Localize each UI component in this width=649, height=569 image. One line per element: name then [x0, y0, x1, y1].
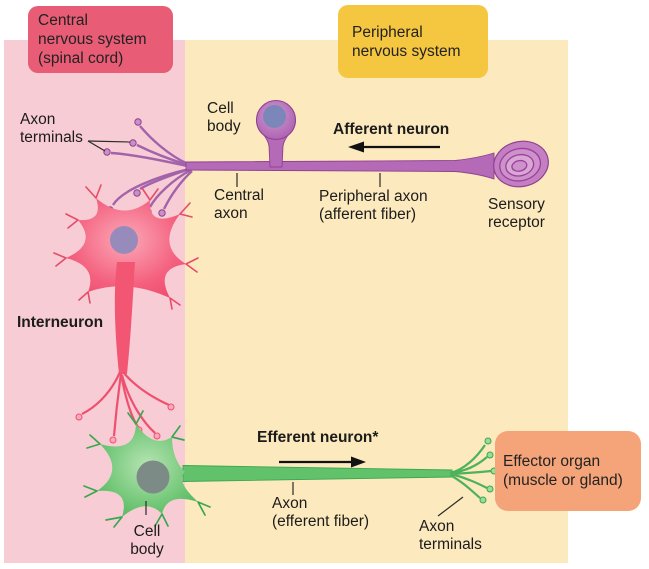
afferent-axon-terminals: [110, 125, 193, 210]
efferent-dendrite-twigs: [83, 410, 211, 528]
label-cell-body-bottom: Cell body: [130, 523, 164, 558]
afferent-direction-arrow: [348, 141, 440, 153]
label-sensory-receptor: Sensory receptor: [488, 196, 545, 231]
interneuron-axon-terminals: [81, 371, 170, 437]
leader-lines: [87, 140, 464, 517]
pns-title: Peripheral nervous system: [352, 23, 461, 60]
effector-organ-box: Effector organ (muscle or gland): [495, 431, 641, 511]
label-axon-terminals-top: Axon terminals: [20, 111, 83, 146]
interneuron-nucleus: [110, 226, 138, 254]
efferent-direction-arrow: [279, 456, 366, 468]
label-afferent-neuron: Afferent neuron: [333, 121, 450, 138]
effector-organ-label: Effector organ (muscle or gland): [503, 453, 623, 489]
label-cell-body-top: Cell body: [207, 100, 241, 135]
cns-title: Central nervous system (spinal cord): [38, 12, 147, 67]
afferent-nucleus: [263, 105, 286, 128]
cns-title-box: Central nervous system (spinal cord): [28, 6, 173, 73]
efferent-nucleus: [136, 460, 170, 494]
label-axon-terminals-bottom: Axon terminals: [419, 518, 482, 553]
label-interneuron: Interneuron: [17, 314, 104, 331]
interneuron-axon: [114, 262, 135, 374]
label-central-axon: Central axon: [214, 187, 264, 222]
pns-title-box: Peripheral nervous system: [338, 5, 488, 78]
label-peripheral-axon: Peripheral axon (afferent fiber): [319, 188, 428, 223]
interneuron-illustration: [53, 184, 199, 444]
label-efferent-neuron: Efferent neuron*: [257, 429, 379, 446]
interneuron-dendrite-twigs: [53, 184, 199, 310]
efferent-axon-terminals: [449, 444, 492, 499]
afferent-axon: [185, 152, 495, 180]
label-axon-efferent: Axon (efferent fiber): [272, 495, 370, 530]
sensory-receptor-illustration: [493, 140, 549, 188]
